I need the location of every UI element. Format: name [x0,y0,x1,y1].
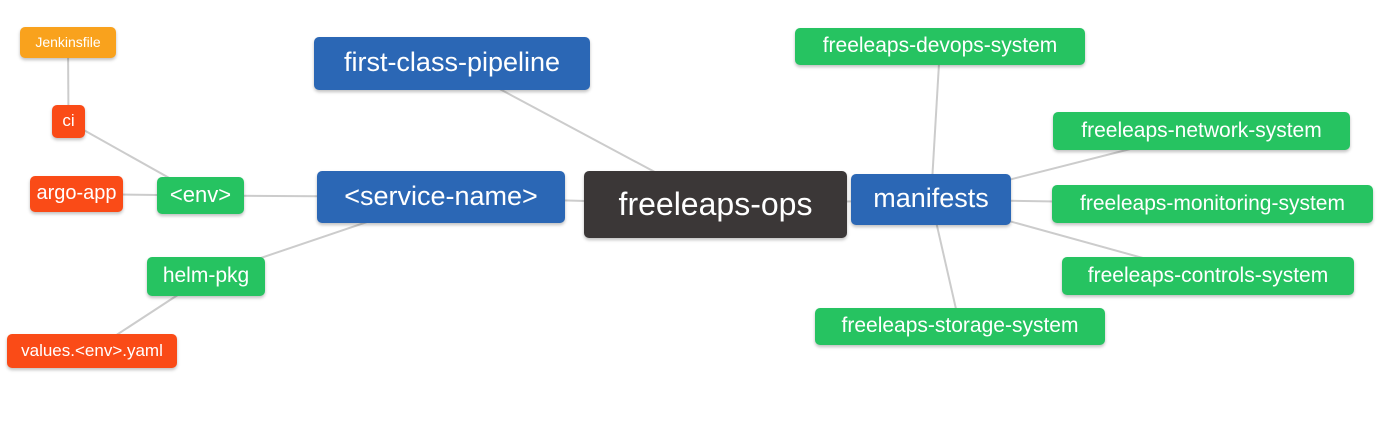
node-label: Jenkinsfile [35,33,101,50]
node-label: manifests [873,183,989,213]
node-manifests[interactable]: manifests [851,174,1011,225]
node-label: first-class-pipeline [343,47,561,77]
node-label: helm-pkg [162,264,250,287]
node-label: freeleaps-controls-system [1087,263,1329,287]
node-label: argo-app [36,182,117,204]
node-network-system[interactable]: freeleaps-network-system [1053,112,1350,150]
node-ci[interactable]: ci [52,105,85,138]
node-label: <env> [169,181,232,207]
node-values-env-yaml[interactable]: values.<env>.yaml [7,334,177,368]
node-devops-system[interactable]: freeleaps-devops-system [795,28,1085,65]
node-label: freeleaps-devops-system [822,34,1058,57]
node-freeleaps-ops[interactable]: freeleaps-ops [584,171,847,238]
node-service-name[interactable]: <service-name> [317,171,565,223]
node-label: values.<env>.yaml [21,340,163,360]
node-label: ci [62,111,75,130]
node-label: freeleaps-network-system [1081,118,1322,142]
node-jenkinsfile[interactable]: Jenkinsfile [20,27,116,58]
node-first-class-pipeline[interactable]: first-class-pipeline [314,37,590,90]
node-label: freeleaps-monitoring-system [1080,191,1345,215]
node-storage-system[interactable]: freeleaps-storage-system [815,308,1105,345]
node-label: freeleaps-storage-system [841,314,1079,337]
node-controls-system[interactable]: freeleaps-controls-system [1062,257,1354,295]
node-env[interactable]: <env> [157,177,244,214]
node-label: freeleaps-ops [618,185,813,222]
node-argo-app[interactable]: argo-app [30,176,123,212]
node-monitoring-system[interactable]: freeleaps-monitoring-system [1052,185,1373,223]
node-label: <service-name> [344,180,538,211]
node-helm-pkg[interactable]: helm-pkg [147,257,265,296]
